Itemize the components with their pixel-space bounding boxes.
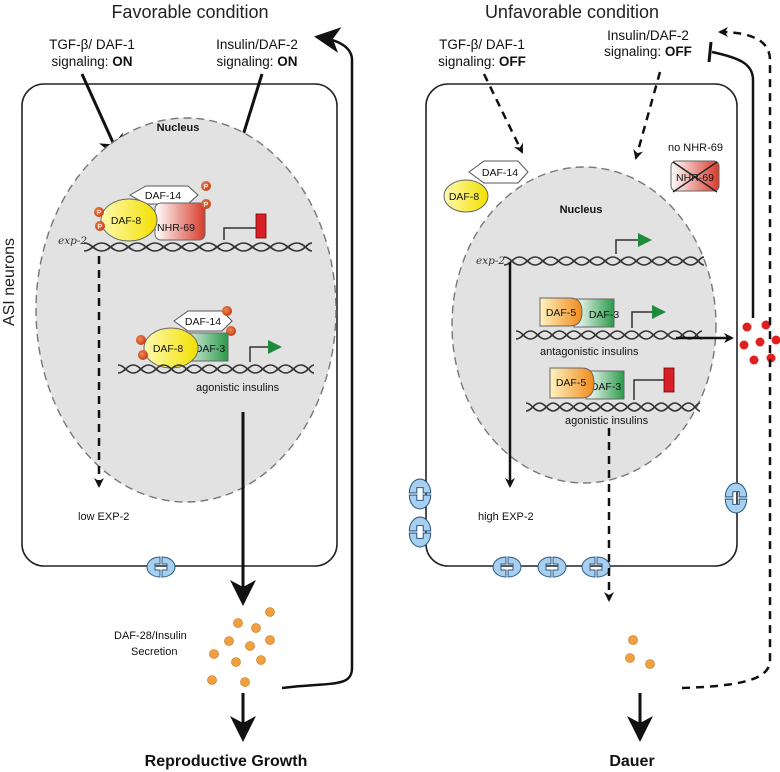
left-promoter-repress: [223, 227, 256, 240]
left-insulin-dots: [207, 607, 275, 687]
left-nucleus: [35, 117, 337, 503]
left-exp-level: low EXP-2: [78, 511, 129, 523]
svg-text:P: P: [97, 210, 102, 217]
left-daf8-a: DAF-8: [111, 215, 141, 227]
right-tgf-label: TGF-β/ DAF-1: [439, 37, 525, 52]
promoter-arrow-icon: [249, 340, 282, 362]
svg-text:P: P: [204, 184, 209, 191]
left-daf14-b-shape: [173, 310, 233, 332]
right-daf5-a: DAF-5: [546, 307, 576, 319]
repression-bar-icon: [255, 213, 267, 239]
left-gene-label: exp-2: [58, 235, 87, 247]
right-antagonistic-label: antagonistic insulins: [540, 346, 639, 358]
right-title: Unfavorable condition: [485, 2, 659, 22]
right-daf5-b-shape: [549, 367, 595, 399]
right-nucleus-label: Nucleus: [560, 204, 603, 216]
right-nhr-cross-2: [672, 161, 718, 193]
left-ins-label: Insulin/DAF-2: [216, 37, 298, 52]
svg-text:P: P: [98, 224, 103, 231]
right-panel: TGF-β/ DAF-1 signaling: OFF Insulin/DAF-…: [408, 27, 780, 770]
left-panel: TGF-β/ DAF-1 signaling: ON Insulin/DAF-2…: [21, 27, 354, 770]
right-inhibit-bar: [707, 41, 713, 63]
left-ins-state: signaling: ON: [216, 54, 297, 69]
right-ins-arrow: [633, 71, 662, 160]
right-insulin-dots: [625, 635, 655, 669]
asi-neurons-label: ASI neurons: [1, 238, 18, 326]
right-daf3-a: DAF-3: [589, 309, 619, 321]
right-feedback-arrow: [681, 27, 772, 690]
left-daf14-b: DAF-14: [185, 316, 221, 328]
left-daf14-a: DAF-14: [145, 190, 181, 202]
right-agonistic-label: agonistic insulins: [565, 415, 649, 427]
right-no-nhr: no NHR-69: [668, 142, 723, 154]
right-exp-level: high EXP-2: [478, 511, 534, 523]
right-promoter-agonistic: [633, 379, 664, 400]
left-secretion-line2: Secretion: [131, 646, 177, 658]
left-secretion-line1: DAF-28/Insulin: [114, 630, 187, 642]
left-feedback-arrow: [281, 27, 354, 690]
right-promoter-exp2: [615, 233, 652, 254]
left-daf3: DAF-3: [195, 343, 225, 355]
right-antagonist-dots: [739, 320, 780, 365]
right-ins-label: Insulin/DAF-2: [607, 28, 689, 43]
left-agonistic-label: agonistic insulins: [196, 382, 280, 394]
right-gene-label: exp-2: [476, 255, 505, 267]
left-title: Favorable condition: [111, 2, 268, 22]
right-repression-bar-icon: [663, 367, 675, 393]
right-tgf-arrow: [482, 73, 524, 154]
left-phospho-b3: [136, 335, 146, 345]
right-ins-state: signaling: OFF: [604, 44, 692, 59]
left-outcome: Reproductive Growth: [145, 753, 308, 770]
right-daf5-b: DAF-5: [556, 377, 586, 389]
left-phospho-a: P P P P: [94, 181, 211, 231]
right-daf8: DAF-8: [449, 191, 479, 203]
left-daf8-b: DAF-8: [153, 343, 183, 355]
svg-text:P: P: [204, 202, 209, 209]
right-daf14-shape: [468, 160, 529, 184]
right-inhibit-line: [711, 50, 755, 318]
left-nucleus-label: Nucleus: [157, 122, 200, 134]
left-tgf-state: signaling: ON: [51, 54, 132, 69]
right-daf14: DAF-14: [482, 167, 518, 179]
right-promoter-antagonistic: [631, 305, 666, 328]
left-nhr69: NHR-69: [157, 222, 195, 234]
right-tgf-state: signaling: OFF: [438, 54, 526, 69]
left-phospho-b1: [222, 306, 232, 316]
right-daf5-a-shape: [539, 297, 583, 327]
right-daf3-b: DAF-3: [591, 381, 621, 393]
left-tgf-label: TGF-β/ DAF-1: [49, 37, 135, 52]
left-daf8-a-shape: [100, 198, 158, 242]
right-nhr69: NHR-69: [676, 172, 714, 184]
right-outcome: Dauer: [609, 753, 654, 770]
left-phospho-b4: [138, 350, 148, 360]
right-daf8-shape: [443, 179, 489, 213]
